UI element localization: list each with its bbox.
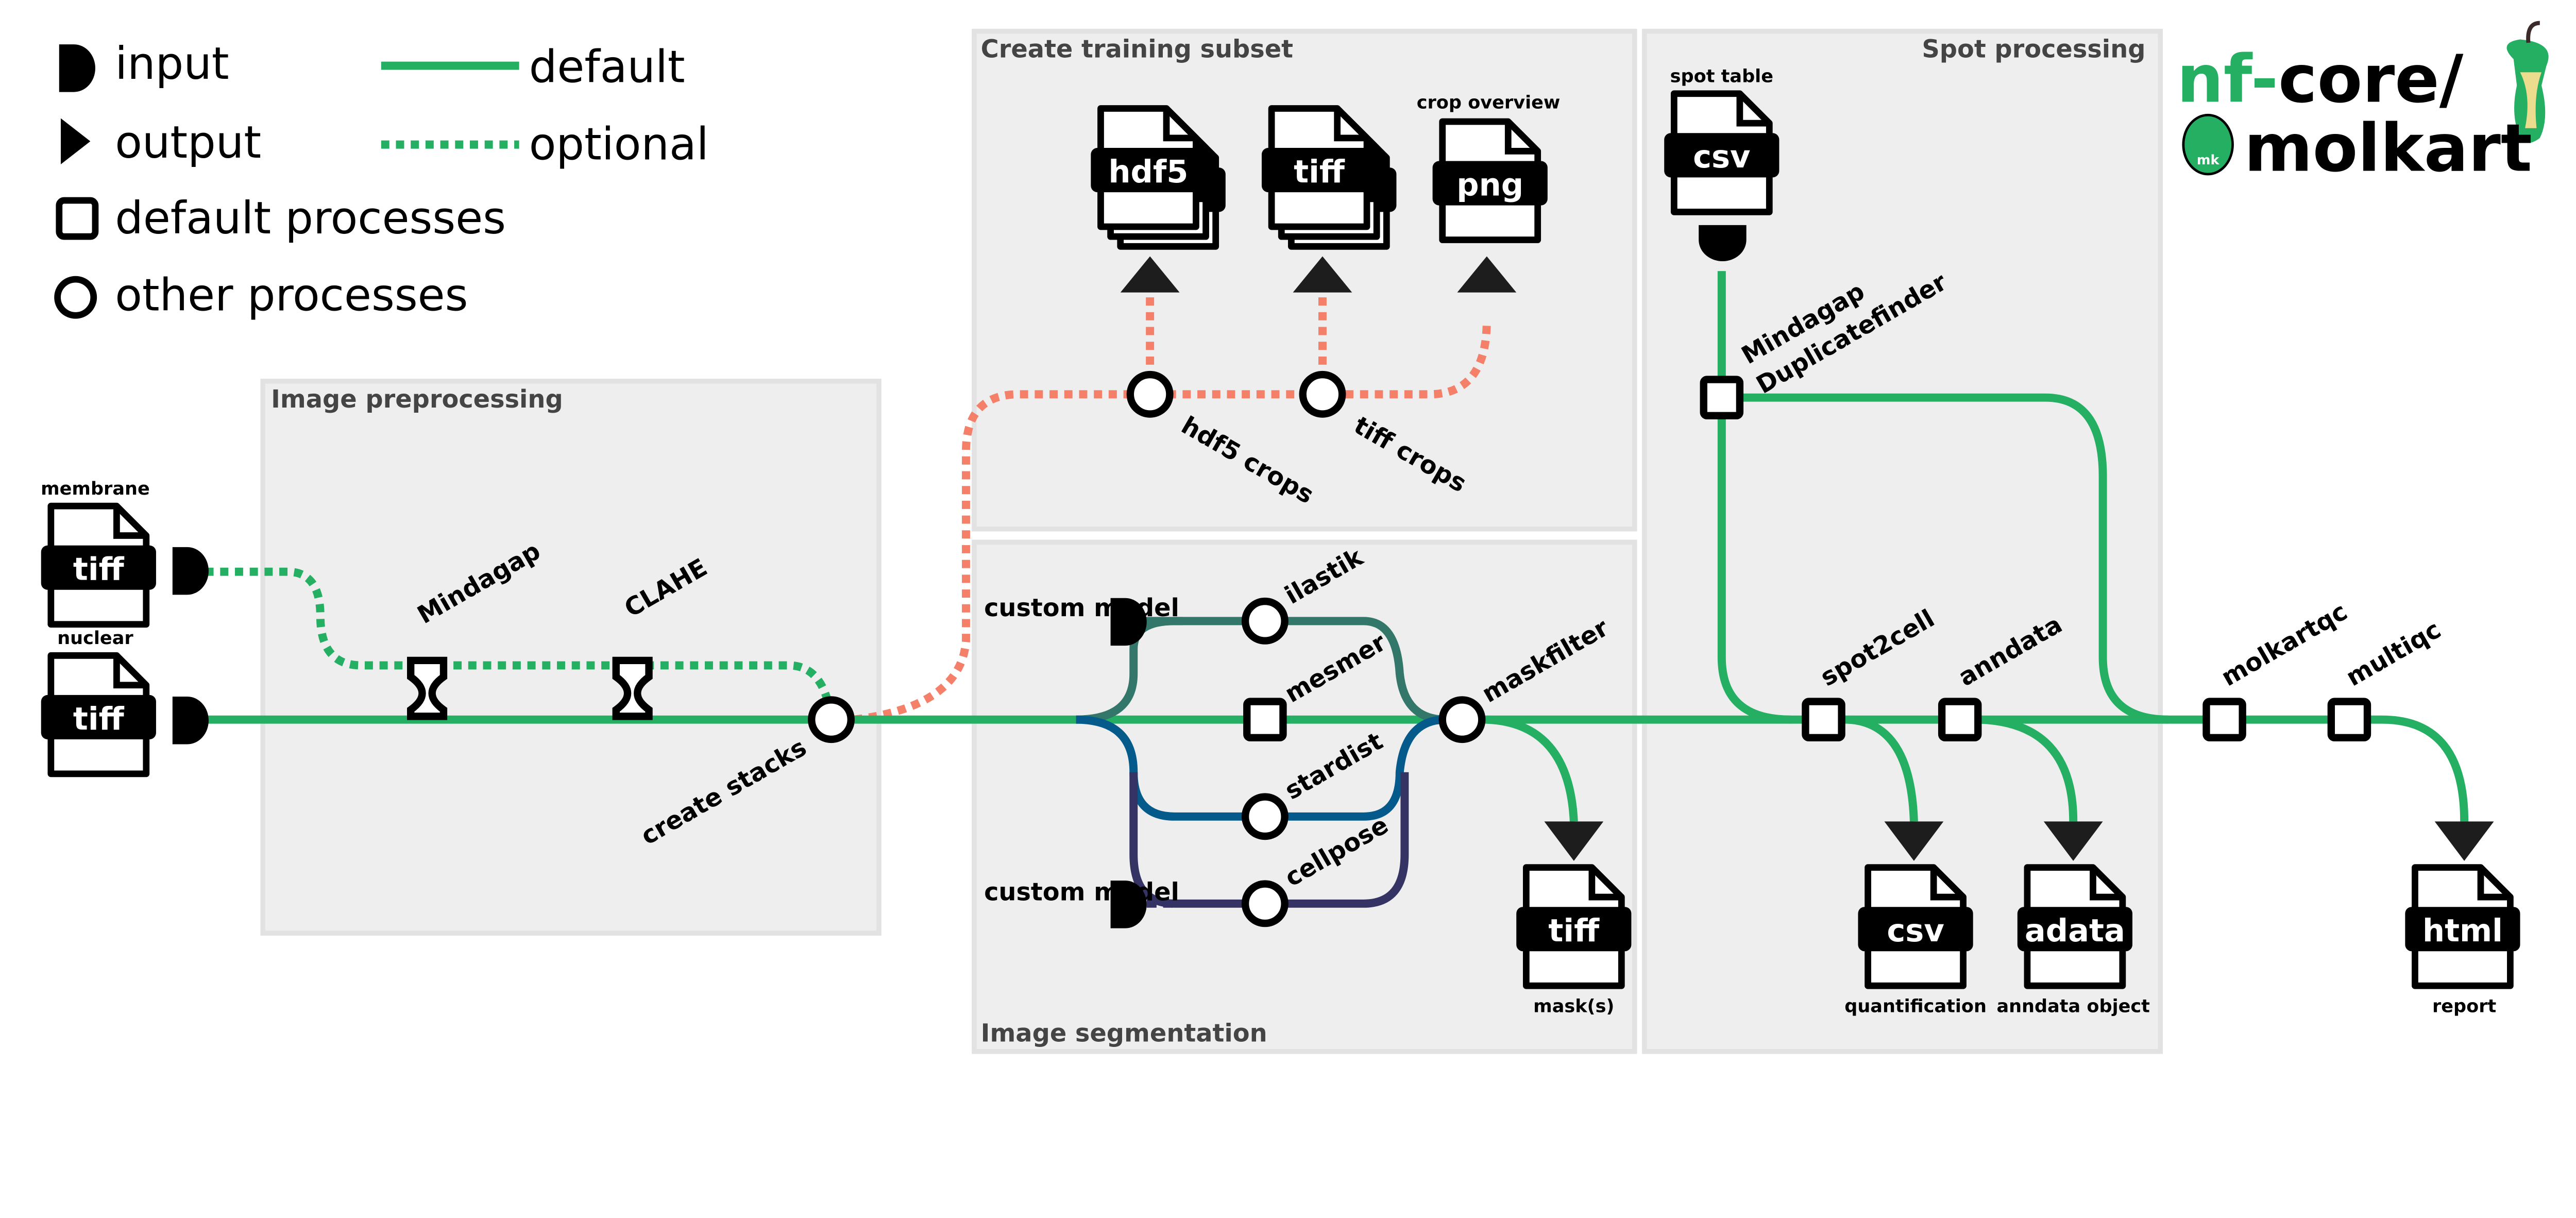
hdf5-file-type: hdf5: [1108, 154, 1188, 190]
training-subset-line: [854, 320, 1491, 724]
create-stacks-node[interactable]: [808, 696, 855, 743]
quant-caption: quantification: [1844, 995, 1987, 1017]
clahe-node[interactable]: [612, 656, 653, 720]
section-title-spot: Spot processing: [1922, 36, 2145, 64]
section-title-preprocessing: Image preprocessing: [271, 385, 563, 414]
legend-default: default: [529, 41, 685, 93]
stardist-line: [1076, 715, 1446, 821]
tiff-crops-node[interactable]: [1299, 370, 1346, 418]
logo-nf-core: nf-core/: [2177, 42, 2464, 118]
legend: input output default processes other pro…: [54, 38, 709, 322]
tiff-crops-file-type: tiff: [1294, 154, 1345, 190]
main-line: [197, 715, 2469, 822]
mask-output-line: [1486, 715, 1578, 822]
quant-csv-file: csv: [1858, 868, 1973, 986]
circle-icon: [54, 276, 97, 319]
membrane-tiff-file: tiff: [41, 506, 156, 624]
nuclear-label: nuclear: [57, 628, 133, 649]
crop-overview-label: crop overview: [1417, 92, 1561, 113]
mask-file-type: tiff: [1548, 913, 1600, 949]
hdf5-files: hdf5: [1091, 108, 1225, 246]
quant-file-type: csv: [1887, 913, 1944, 949]
duplicatefinder-node[interactable]: [1700, 376, 1744, 419]
multiqc-node[interactable]: [2327, 698, 2371, 741]
logo-molkart: molkart: [2244, 111, 2532, 187]
png-file: png: [1433, 122, 1548, 240]
legend-default-processes: default processes: [115, 193, 506, 244]
membrane-input-icon: [172, 547, 209, 595]
nf-core-molkart-logo: nf-core/ mk molkart: [2177, 21, 2549, 187]
multiqc-label: multiqc: [2342, 616, 2446, 692]
mindagap-node[interactable]: [407, 656, 448, 720]
molkartqc-label: molkartqc: [2216, 598, 2352, 692]
custom-model-label-1: custom model: [984, 594, 1179, 622]
logo-badge-text: mk: [2197, 153, 2220, 168]
section-title-training: Create training subset: [981, 36, 1293, 64]
spot-table-label: spot table: [1670, 65, 1773, 87]
molkart-badge-icon: mk: [2182, 113, 2234, 176]
mesmer-node[interactable]: [1243, 698, 1287, 741]
mask-caption: mask(s): [1533, 995, 1614, 1017]
stardist-node[interactable]: [1241, 793, 1289, 840]
cellpose-node[interactable]: [1241, 880, 1289, 927]
nuclear-tiff-file: tiff: [41, 655, 156, 774]
apple-core-icon: [2506, 21, 2549, 143]
section-image-preprocessing: [260, 379, 882, 936]
membrane-label: membrane: [41, 478, 150, 499]
html-file-type: html: [2422, 913, 2503, 949]
legend-output: output: [115, 117, 261, 168]
report-output-icon: [2434, 821, 2494, 861]
legend-other-processes: other processes: [115, 270, 468, 322]
adata-file-type: adata: [2025, 913, 2125, 949]
custom-model-label-2: custom model: [984, 878, 1179, 906]
membrane-file-type: tiff: [73, 552, 125, 588]
hdf5-output-icon: [1120, 256, 1180, 293]
png-output-icon: [1457, 256, 1517, 293]
mask-tiff-file: tiff: [1516, 868, 1631, 986]
spot-line: [1717, 271, 1791, 724]
adata-caption: anndata object: [1996, 995, 2150, 1017]
optional-membrane-line: [205, 567, 834, 711]
molkart-pipeline-diagram: Image preprocessing Create training subs…: [0, 21, 2549, 1054]
hdf5-crops-node[interactable]: [1126, 370, 1174, 418]
legend-input: input: [115, 38, 229, 90]
nuclear-file-type: tiff: [73, 701, 125, 737]
anndata-node[interactable]: [1938, 698, 1982, 741]
square-icon: [56, 197, 99, 240]
input-icon: [59, 44, 95, 92]
html-report-file: html: [2405, 868, 2520, 986]
section-title-segmentation: Image segmentation: [981, 1020, 1267, 1048]
legend-optional: optional: [529, 119, 709, 170]
spot-csv-file: csv: [1664, 94, 1779, 212]
png-file-type: png: [1456, 167, 1523, 203]
adata-file: adata: [2018, 868, 2132, 986]
report-caption: report: [2432, 995, 2496, 1017]
spot-qc-line: [1721, 393, 2169, 724]
tiff-crop-files: tiff: [1262, 108, 1396, 246]
spot-csv-file-type: csv: [1693, 139, 1750, 175]
output-icon: [60, 118, 91, 164]
tiff-output-icon: [1293, 256, 1352, 293]
spot-output-lines: [1848, 715, 2078, 822]
molkartqc-node[interactable]: [2202, 698, 2246, 741]
nuclear-input-icon: [172, 697, 209, 745]
ilastik-node[interactable]: [1241, 597, 1289, 645]
maskfilter-node[interactable]: [1438, 696, 1486, 743]
spot2cell-node[interactable]: [1802, 698, 1845, 741]
